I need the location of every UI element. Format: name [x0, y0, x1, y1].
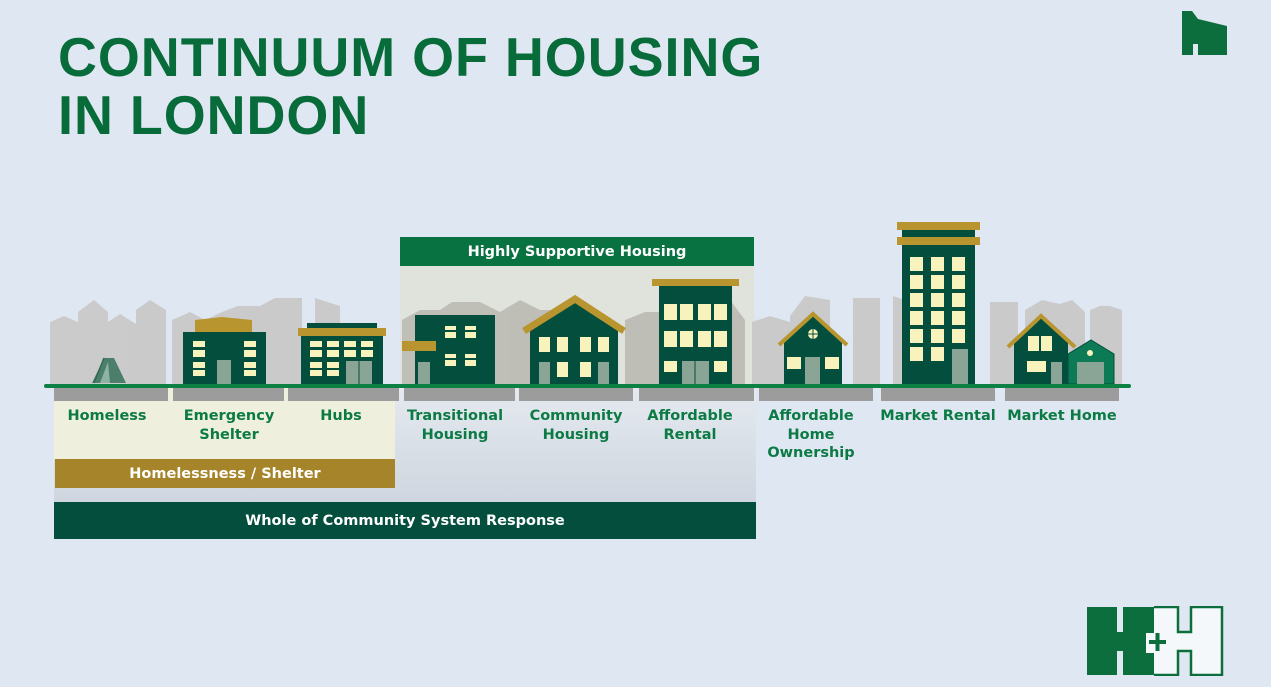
category-homeless: Homeless — [67, 408, 147, 424]
transitional-building-icon — [402, 315, 495, 384]
category-affordable-home-ownership: Affordable Home Ownership — [767, 408, 855, 461]
house-with-garage-icon — [1006, 313, 1115, 385]
ground-line — [44, 384, 1131, 388]
tent-icon — [92, 357, 126, 384]
category-hubs: Hubs — [320, 408, 362, 424]
title-line-1: CONTINUUM OF HOUSING — [58, 26, 764, 88]
ground-slab — [519, 388, 633, 401]
ground-slab — [54, 388, 168, 401]
community-house-icon — [522, 294, 626, 384]
highly-supportive-housing-banner: Highly Supportive Housing — [400, 237, 754, 266]
ground-slab — [639, 388, 754, 401]
tower-icon — [897, 222, 980, 384]
category-market-home: Market Home — [1007, 408, 1117, 424]
category-affordable-rental: Affordable Rental — [647, 408, 733, 443]
ground-slab — [881, 388, 995, 401]
ground-slab — [288, 388, 399, 401]
whole-of-community-banner: Whole of Community System Response — [54, 502, 756, 539]
house-logo-icon — [1182, 11, 1227, 55]
ground-slab — [759, 388, 873, 401]
ground-slab — [404, 388, 515, 401]
small-house-icon — [777, 311, 849, 384]
shelter-building-icon — [183, 317, 266, 384]
homelessness-shelter-banner: Homelessness / Shelter — [55, 459, 395, 488]
apartment-building-icon — [652, 279, 739, 384]
title-line-2: IN LONDON — [58, 84, 370, 146]
ground-slab — [173, 388, 284, 401]
category-emergency-shelter: Emergency Shelter — [183, 408, 275, 443]
h-plus-h-logo-icon — [1087, 606, 1224, 676]
category-community-housing: Community Housing — [529, 408, 623, 443]
page-title: CONTINUUM OF HOUSING IN LONDON — [58, 28, 763, 144]
hub-building-icon — [298, 323, 386, 384]
category-transitional-housing: Transitional Housing — [406, 408, 504, 443]
category-market-rental: Market Rental — [880, 408, 996, 424]
ground-slab — [1005, 388, 1119, 401]
housing-skyline-illustration — [50, 222, 1122, 386]
